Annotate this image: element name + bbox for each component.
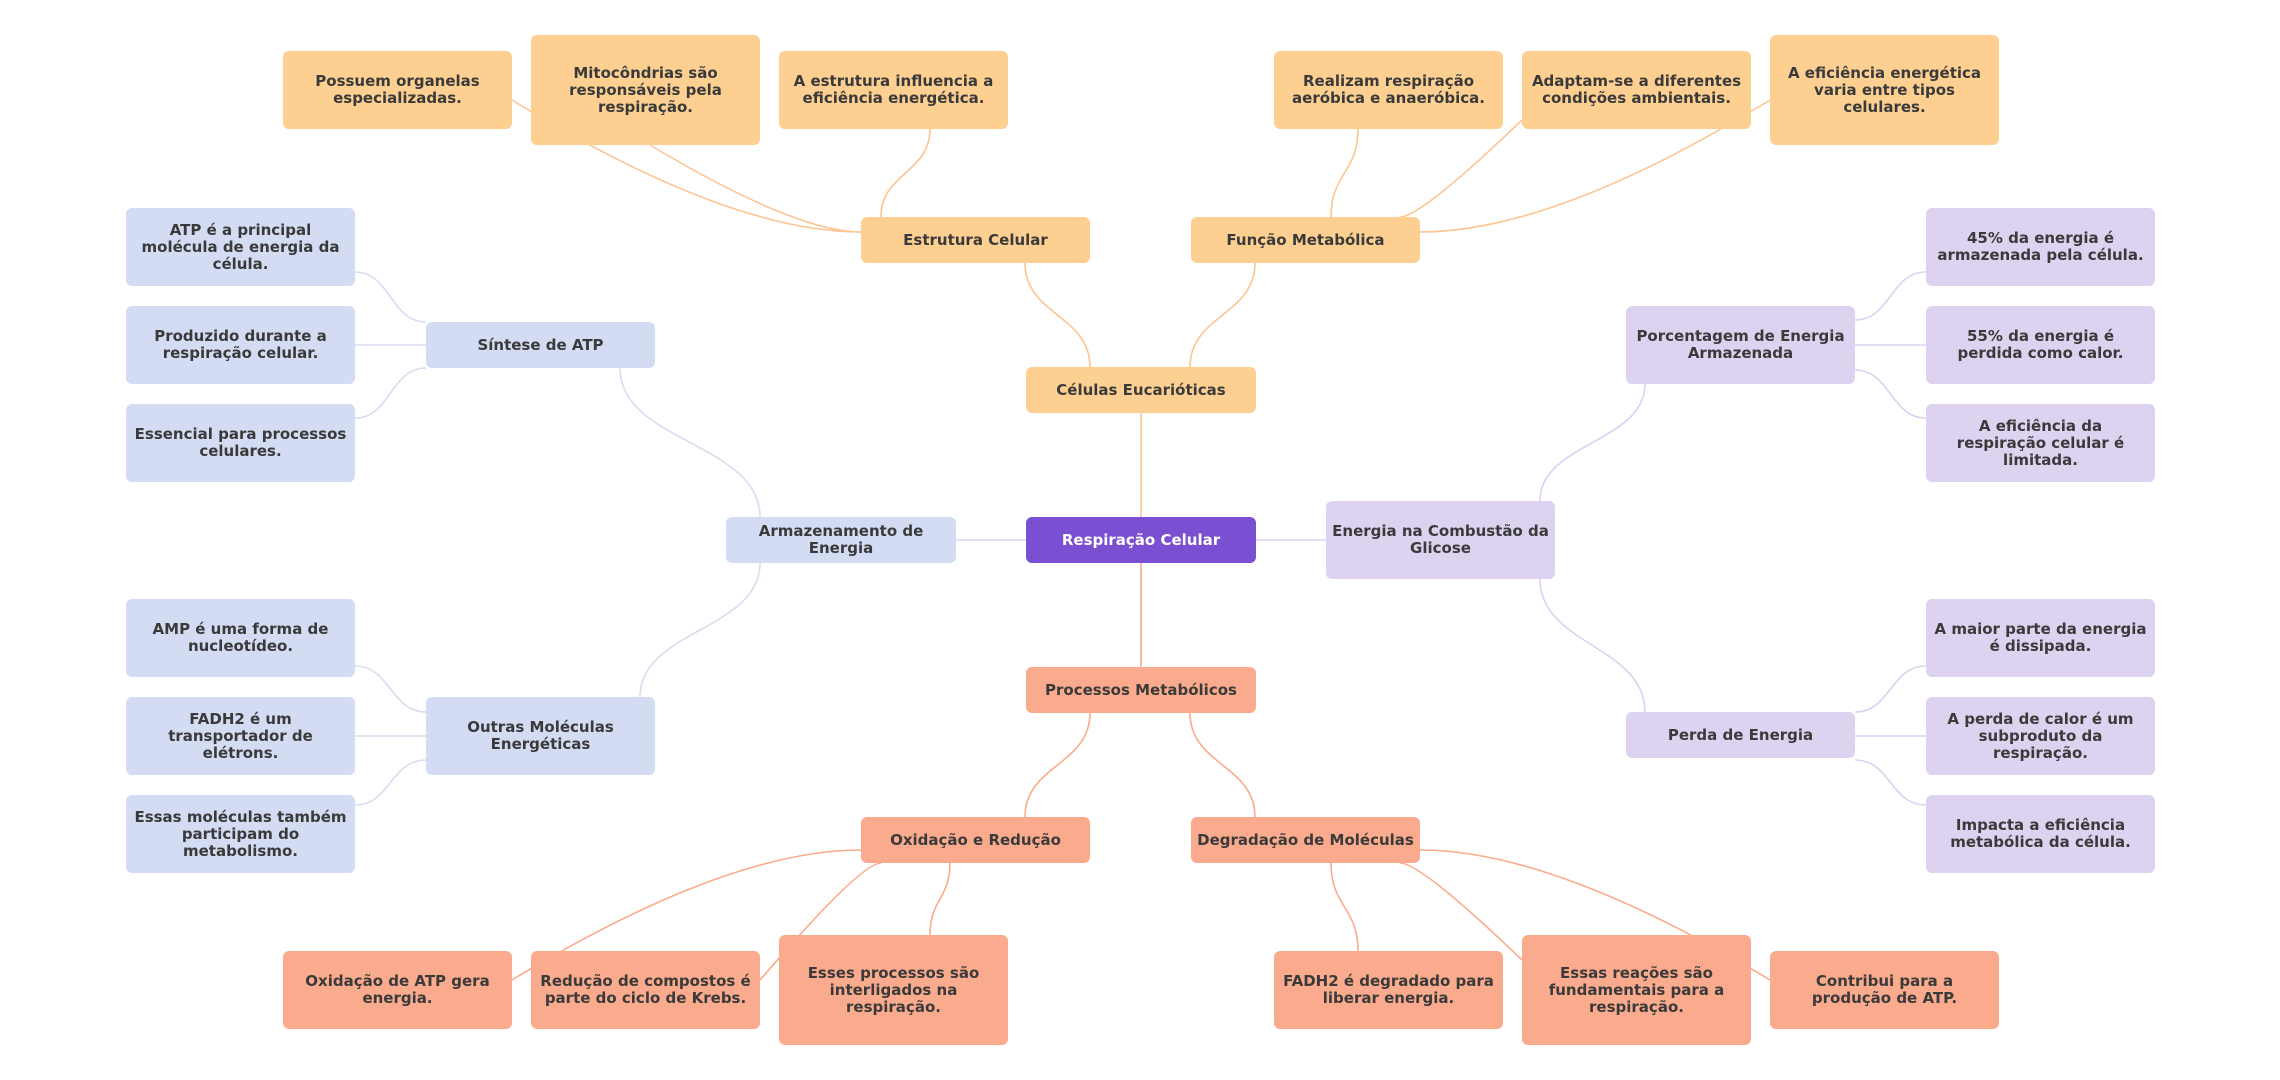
connector-line	[1399, 119, 1523, 218]
node-deg-1[interactable]: FADH2 é degradado para liberar energia.	[1274, 951, 1503, 1029]
node-structure-2[interactable]: Mitocôndrias são responsáveis pela respi…	[531, 35, 760, 145]
connector-line	[354, 271, 427, 323]
node-pct-3[interactable]: A eficiência da respiração celular é lim…	[1926, 404, 2155, 482]
connector-line	[354, 759, 427, 806]
connector-line	[649, 144, 862, 233]
node-function-2[interactable]: Adaptam-se a diferentes condições ambien…	[1522, 51, 1751, 129]
node-function-3[interactable]: A eficiência energética varia entre tipo…	[1770, 35, 1999, 145]
node-atp-1[interactable]: ATP é a principal molécula de energia da…	[126, 208, 355, 286]
connector-line	[1399, 862, 1523, 961]
connector-line	[354, 367, 427, 419]
node-redox-2[interactable]: Redução de compostos é parte do ciclo de…	[531, 951, 760, 1029]
node-other-1[interactable]: AMP é uma forma de nucleotídeo.	[126, 599, 355, 677]
node-structure-1[interactable]: Possuem organelas especializadas.	[283, 51, 512, 129]
node-deg-3[interactable]: Contribui para a produção de ATP.	[1770, 951, 1999, 1029]
connector-line	[511, 849, 862, 981]
node-atp-synthesis[interactable]: Síntese de ATP	[426, 322, 655, 368]
connector-line	[1854, 665, 1927, 713]
node-deg-2[interactable]: Essas reações são fundamentais para a re…	[1522, 935, 1751, 1045]
node-root[interactable]: Respiração Celular	[1026, 517, 1256, 563]
connector-line	[1330, 128, 1359, 218]
connector-line	[1024, 262, 1091, 368]
node-glucose-energy[interactable]: Energia na Combustão da Glicose	[1326, 501, 1555, 579]
node-loss-3[interactable]: Impacta a eficiência metabólica da célul…	[1926, 795, 2155, 873]
node-loss-2[interactable]: A perda de calor é um subproduto da resp…	[1926, 697, 2155, 775]
node-metabolic-function[interactable]: Função Metabólica	[1191, 217, 1420, 263]
connector-line	[639, 562, 761, 698]
node-atp-2[interactable]: Produzido durante a respiração celular.	[126, 306, 355, 384]
node-energy-storage[interactable]: Armazenamento de Energia	[726, 517, 956, 563]
node-other-3[interactable]: Essas moléculas também participam do met…	[126, 795, 355, 873]
node-other-molecules[interactable]: Outras Moléculas Energéticas	[426, 697, 655, 775]
node-structure-3[interactable]: A estrutura influencia a eficiência ener…	[779, 51, 1008, 129]
node-atp-3[interactable]: Essencial para processos celulares.	[126, 404, 355, 482]
node-structure[interactable]: Estrutura Celular	[861, 217, 1090, 263]
connector-line	[1854, 369, 1927, 419]
node-energy-loss[interactable]: Perda de Energia	[1626, 712, 1855, 758]
node-redox-1[interactable]: Oxidação de ATP gera energia.	[283, 951, 512, 1029]
node-function-1[interactable]: Realizam respiração aeróbica e anaeróbic…	[1274, 51, 1503, 129]
node-metabolic-processes[interactable]: Processos Metabólicos	[1026, 667, 1256, 713]
node-degradation[interactable]: Degradação de Moléculas	[1191, 817, 1420, 863]
connector-line	[929, 862, 951, 936]
connector-line	[880, 128, 931, 218]
connector-line	[1330, 862, 1359, 952]
connector-line	[1539, 383, 1646, 502]
node-redox-3[interactable]: Esses processos são interligados na resp…	[779, 935, 1008, 1045]
connector-line	[1189, 262, 1256, 368]
connector-line	[1539, 578, 1646, 713]
node-stored-percentage[interactable]: Porcentagem de Energia Armazenada	[1626, 306, 1855, 384]
node-other-2[interactable]: FADH2 é um transportador de elétrons.	[126, 697, 355, 775]
connector-line	[1854, 759, 1927, 806]
connector-line	[1024, 712, 1091, 818]
node-loss-1[interactable]: A maior parte da energia é dissipada.	[1926, 599, 2155, 677]
connector-line	[1854, 271, 1927, 321]
connector-line	[1189, 712, 1256, 818]
connector-line	[619, 367, 761, 518]
node-pct-2[interactable]: 55% da energia é perdida como calor.	[1926, 306, 2155, 384]
node-pct-1[interactable]: 45% da energia é armazenada pela célula.	[1926, 208, 2155, 286]
connector-line	[1419, 99, 1771, 233]
connector-line	[354, 665, 427, 713]
node-redox[interactable]: Oxidação e Redução	[861, 817, 1090, 863]
node-eukaryotes[interactable]: Células Eucarióticas	[1026, 367, 1256, 413]
